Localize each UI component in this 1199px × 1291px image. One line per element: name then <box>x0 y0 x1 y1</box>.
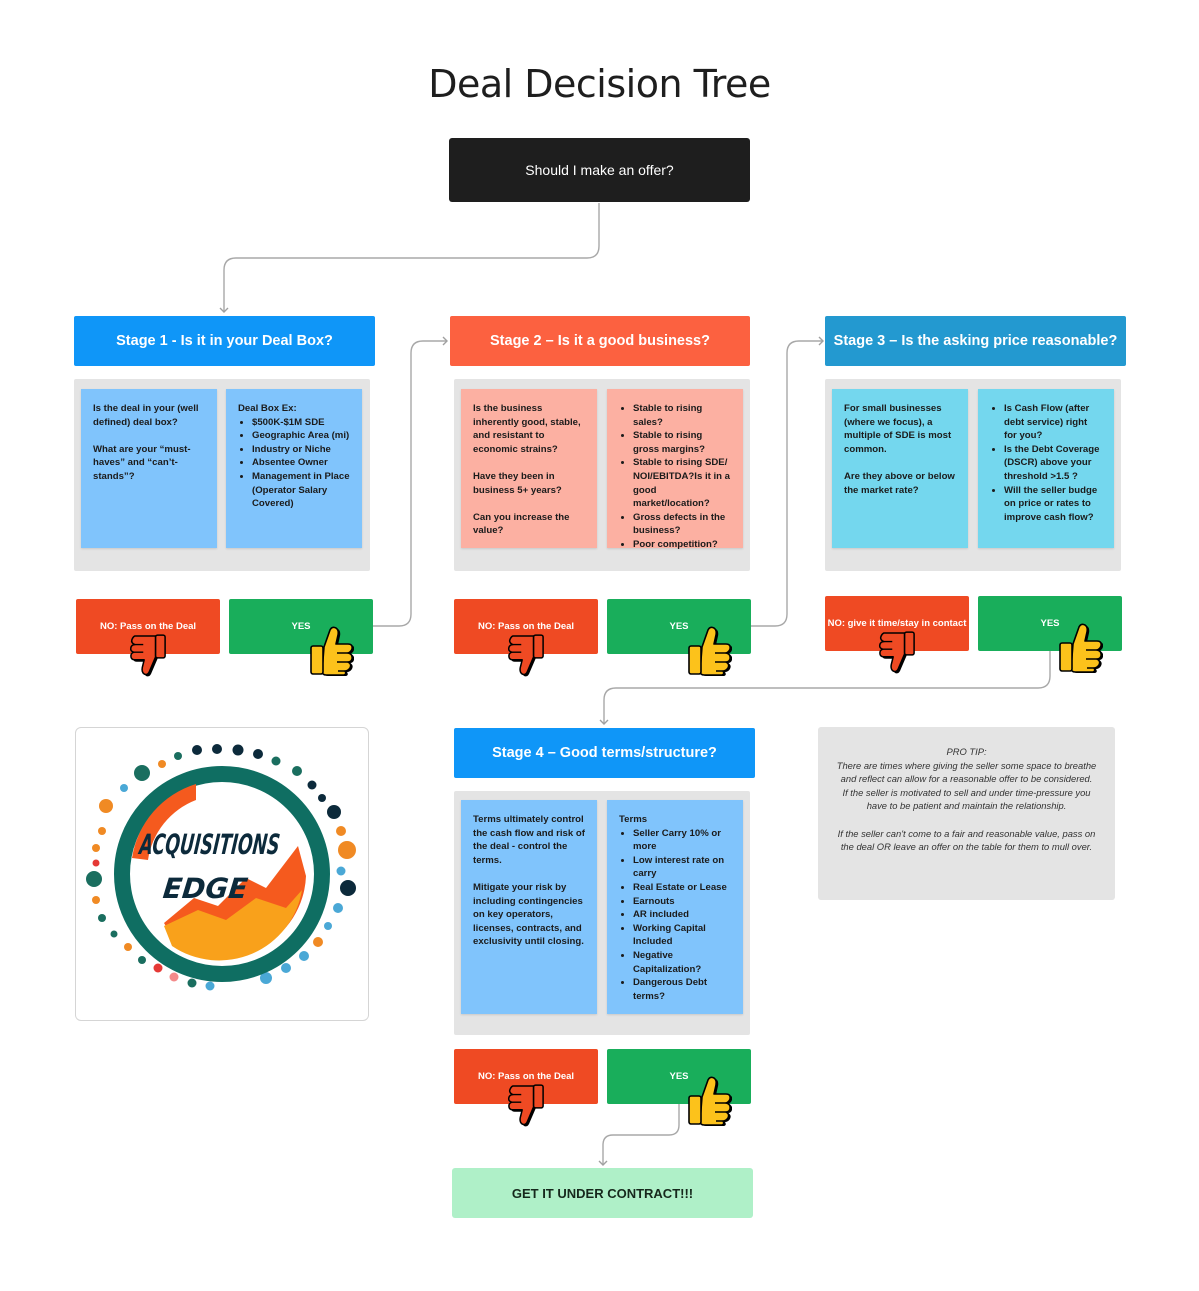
stage1-item: Geographic Area (mi) <box>252 429 350 443</box>
stage2-item: Stable to rising SDE/ NOI/EBITDA?Is it i… <box>633 456 731 510</box>
stage3-header: Stage 3 – Is the asking price reasonable… <box>825 316 1126 366</box>
logo-text-line1: ACQUISITIONS <box>137 828 282 861</box>
pro-tip-note: PRO TIP: There are times where giving th… <box>818 727 1115 900</box>
stage4-item: Working Capital Included <box>633 922 731 949</box>
logo-dots <box>86 744 356 991</box>
stage1-item: Industry or Niche <box>252 443 350 457</box>
stage2-header: Stage 2 – Is it a good business? <box>450 316 750 366</box>
stage2-note-left-p3: Can you increase the value? <box>473 511 570 537</box>
logo-chart-front <box>164 890 302 961</box>
thumbs-up-icon <box>686 1074 732 1126</box>
stage1-item: $500K-$1M SDE <box>252 416 350 430</box>
logo-text-line2: EDGE <box>161 872 249 905</box>
thumbs-up-icon <box>686 624 732 676</box>
pro-tip-p3: If the seller can't come to a fair and r… <box>837 827 1096 853</box>
connector-stage4-final <box>598 1103 680 1166</box>
stage4-item: Low interest rate on carry <box>633 854 731 881</box>
stage4-note-left: Terms ultimately control the cash flow a… <box>461 800 597 1014</box>
page-title: Deal Decision Tree <box>428 62 771 106</box>
pro-tip-heading: PRO TIP: <box>946 746 987 757</box>
stage2-note-left-p1: Is the business inherently good, stable,… <box>473 403 581 455</box>
stage4-note-right-heading: Terms <box>619 814 648 825</box>
stage4-item: Dangerous Debt terms? <box>633 976 731 1003</box>
stage1-item: Management in Place (Operator Salary Cov… <box>252 470 350 511</box>
connector-start-stage1 <box>219 203 600 313</box>
logo-orange-arc <box>132 784 196 860</box>
stage1-note-right-heading: Deal Box Ex: <box>238 403 297 414</box>
stage2-item: Stable to rising sales? <box>633 402 731 429</box>
stage3-note-left-p1: For small businesses (where we focus), a… <box>844 403 952 455</box>
thumbs-down-icon <box>507 634 545 678</box>
connector-stage1-stage2 <box>373 336 448 627</box>
stage2-note-right: Stable to rising sales? Stable to rising… <box>607 389 743 550</box>
stage4-item: AR included <box>633 908 731 922</box>
start-node: Should I make an offer? <box>449 138 750 202</box>
stage3-item: Is the Debt Coverage (DSCR) above your t… <box>1004 443 1102 484</box>
stage1-note-right: Deal Box Ex: $500K-$1M SDE Geographic Ar… <box>226 389 362 548</box>
final-node: GET IT UNDER CONTRACT!!! <box>452 1168 753 1218</box>
thumbs-up-icon <box>308 624 354 676</box>
stage4-item: Negative Capitalization? <box>633 949 731 976</box>
logo-ring <box>114 766 330 982</box>
stage4-note-left-p2: Mitigate your risk by including continge… <box>473 881 584 948</box>
thumbs-down-icon <box>878 631 916 675</box>
connector-stage3-stage4 <box>599 651 1051 725</box>
stage1-header: Stage 1 - Is it in your Deal Box? <box>74 316 375 366</box>
stage2-item: Stable to rising gross margins? <box>633 429 731 456</box>
pro-tip-p2: If the seller is motivated to sell and u… <box>842 786 1091 812</box>
logo-card: ACQUISITIONS EDGE <box>75 727 369 1021</box>
stage4-item: Seller Carry 10% or more <box>633 827 731 854</box>
stage3-note-left-p2: Are they above or below the market rate? <box>844 470 955 496</box>
connector-stage2-stage3 <box>751 336 824 627</box>
stage2-note-left-p2: Have they been in business 5+ years? <box>473 470 562 496</box>
stage1-item: Absentee Owner <box>252 456 350 470</box>
stage4-item: Real Estate or Lease <box>633 881 731 895</box>
stage3-item: Is Cash Flow (after debt service) right … <box>1004 402 1102 443</box>
stage3-note-left: For small businesses (where we focus), a… <box>832 389 968 548</box>
stage1-note-left-p2: What are your “must-haves” and “can’t-st… <box>93 443 191 482</box>
stage1-note-left-p1: Is the deal in your (well defined) deal … <box>93 403 199 428</box>
thumbs-up-icon <box>1057 621 1103 673</box>
stage2-item: Poor competition? <box>633 538 731 552</box>
stage3-item: Will the seller budge on price or rates … <box>1004 484 1102 525</box>
stage2-item: Gross defects in the business? <box>633 511 731 538</box>
thumbs-down-icon <box>129 634 167 678</box>
thumbs-down-icon <box>507 1084 545 1128</box>
stage4-item: Earnouts <box>633 895 731 909</box>
stage4-note-right: Terms Seller Carry 10% or more Low inter… <box>607 800 743 1014</box>
stage1-note-left: Is the deal in your (well defined) deal … <box>81 389 217 548</box>
acquisitions-edge-logo: ACQUISITIONS EDGE <box>86 744 356 991</box>
pro-tip-p1: There are times where giving the seller … <box>836 759 1097 785</box>
stage4-note-left-p1: Terms ultimately control the cash flow a… <box>473 814 585 866</box>
stage2-note-left: Is the business inherently good, stable,… <box>461 389 597 548</box>
stage4-header: Stage 4 – Good terms/structure? <box>454 728 755 778</box>
stage3-note-right: Is Cash Flow (after debt service) right … <box>978 389 1114 548</box>
